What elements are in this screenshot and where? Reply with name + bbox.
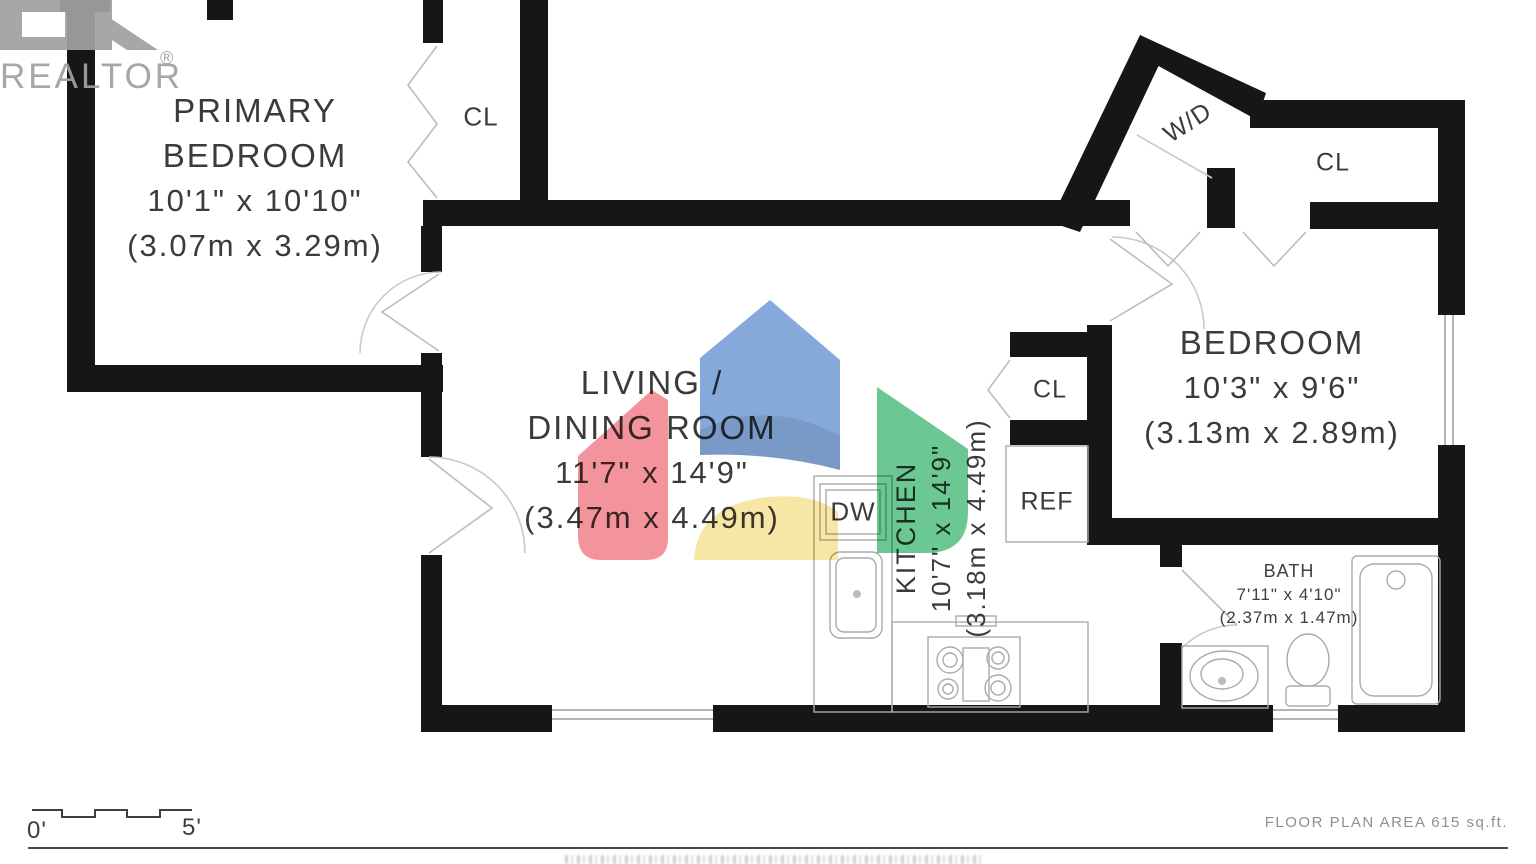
footer-divider bbox=[28, 847, 1508, 849]
bath-door-arc bbox=[1181, 624, 1238, 649]
room-dims-imperial: 11'7" x 14'9" bbox=[555, 455, 749, 490]
bedroom-door-leaf bbox=[1109, 238, 1174, 322]
room-dims-metric: (2.37m x 1.47m) bbox=[1219, 608, 1359, 627]
primary-bedroom-door-arc bbox=[359, 271, 442, 354]
hall-closet-bifold bbox=[986, 359, 1011, 419]
room-name: PRIMARY bbox=[173, 92, 337, 129]
walls bbox=[60, 0, 1465, 732]
scale-start-label: 0' bbox=[27, 817, 47, 844]
kitchen-counter-left bbox=[813, 475, 893, 713]
bath-door-leaf bbox=[1181, 569, 1238, 626]
wd-closet-bifold bbox=[1135, 231, 1201, 268]
room-dims-metric: (3.07m x 3.29m) bbox=[127, 228, 383, 263]
washer-dryer-front-line bbox=[1136, 134, 1213, 179]
kitchen-label: KITCHEN 10'7" x 14'9" (3.18m x 4.49m) bbox=[888, 418, 994, 637]
bedroom-label: BEDROOM 10'3" x 9'6" (3.13m x 2.89m) bbox=[1144, 320, 1400, 455]
scale-bar bbox=[32, 809, 192, 818]
room-name: BEDROOM bbox=[1179, 324, 1365, 361]
entry-closet-tag: CL bbox=[1316, 148, 1350, 177]
room-name: KITCHEN bbox=[891, 461, 921, 595]
room-name: BATH bbox=[1263, 561, 1315, 581]
floor-plan-area-note: FLOOR PLAN AREA 615 sq.ft. bbox=[1264, 814, 1508, 831]
room-dims-metric: (3.13m x 2.89m) bbox=[1144, 415, 1400, 450]
bath-label: BATH 7'11" x 4'10" (2.37m x 1.47m) bbox=[1220, 560, 1359, 629]
kitchen-counter-bottom bbox=[891, 621, 1089, 713]
windows bbox=[552, 315, 1454, 720]
bathtub bbox=[1351, 555, 1441, 705]
primary-closet-tag: CL bbox=[463, 101, 499, 132]
cutoff-disclaimer-text bbox=[565, 855, 985, 864]
refrigerator-tag: REF bbox=[1020, 487, 1074, 516]
stove bbox=[927, 615, 1021, 708]
bedroom-door-arc bbox=[1111, 236, 1205, 330]
entry-door-leaf bbox=[428, 458, 494, 554]
dishwasher-tag: DW bbox=[830, 496, 876, 527]
room-dims-imperial: 10'7" x 14'9" bbox=[926, 443, 956, 613]
room-name: BEDROOM bbox=[162, 137, 348, 174]
living-room-window bbox=[552, 709, 713, 720]
room-dims-metric: (3.18m x 4.49m) bbox=[961, 418, 991, 638]
toilet bbox=[1285, 633, 1331, 707]
scale-end-label: 5' bbox=[182, 814, 202, 841]
room-dims-metric: (3.47m x 4.49m) bbox=[524, 500, 780, 535]
kitchen-sink bbox=[829, 551, 883, 639]
entry-closet-bifold bbox=[1242, 231, 1307, 268]
room-dims-imperial: 10'1" x 10'10" bbox=[147, 183, 363, 218]
bath-window bbox=[1273, 709, 1338, 720]
bathroom-sink bbox=[1181, 645, 1269, 709]
bedroom-window bbox=[1444, 315, 1454, 445]
fixtures bbox=[813, 445, 1441, 713]
room-name: DINING ROOM bbox=[527, 409, 777, 446]
hall-closet-tag: CL bbox=[1033, 375, 1067, 404]
refrigerator-fixture bbox=[1005, 445, 1089, 543]
primary-bedroom-door-leaf bbox=[380, 273, 440, 352]
room-name: LIVING / bbox=[580, 364, 724, 401]
primary-closet-bifold bbox=[406, 45, 439, 199]
door-symbols bbox=[359, 45, 1307, 649]
room-dims-imperial: 7'11" x 4'10" bbox=[1236, 585, 1342, 604]
primary-bedroom-label: PRIMARY BEDROOM 10'1" x 10'10" (3.07m x … bbox=[127, 88, 383, 268]
entry-door-arc bbox=[428, 456, 526, 554]
room-dims-imperial: 10'3" x 9'6" bbox=[1183, 370, 1361, 405]
living-dining-label: LIVING / DINING ROOM 11'7" x 14'9" (3.47… bbox=[524, 360, 780, 540]
